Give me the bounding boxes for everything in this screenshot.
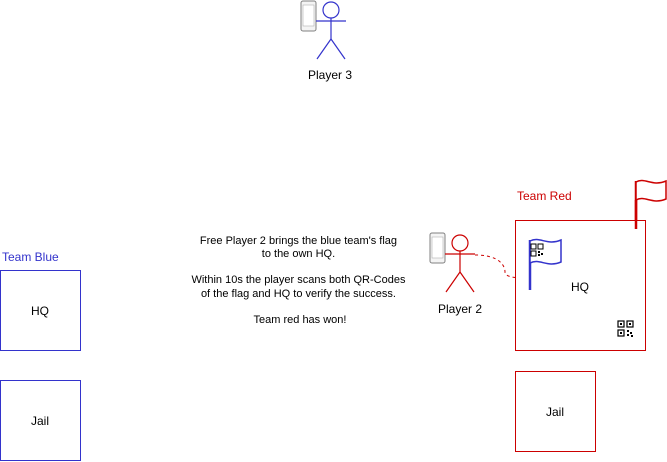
player2-group: Player 2 [429, 232, 482, 316]
description-line: Free Player 2 brings the blue team's fla… [200, 235, 397, 247]
player2-label: Player 2 [438, 302, 482, 316]
team-blue-hq-box [0, 270, 81, 351]
team-red-jail-label: Jail [546, 405, 564, 419]
description-line: Within 10s the player scans both QR-Code… [191, 274, 405, 286]
player3-label: Player 3 [308, 68, 352, 82]
description-line: Team red has won! [254, 314, 347, 326]
team-red-jail-box [515, 371, 596, 452]
team-blue-jail-box [0, 380, 81, 461]
team-red-hq-label: HQ [571, 280, 589, 294]
player3-stick-figure [316, 1, 346, 60]
description-line: of the flag and HQ to verify the success… [201, 288, 396, 300]
team-blue-jail-label: Jail [31, 414, 49, 428]
qr-code-icon [617, 320, 634, 337]
team-blue-hq-label: HQ [31, 304, 49, 318]
team-red-group: Team Red HQ [515, 179, 667, 452]
description-line: to the own HQ. [262, 248, 335, 260]
description-text: Free Player 2 brings the blue team's fla… [191, 235, 408, 326]
smartphone-icon [300, 0, 317, 32]
team-blue-label: Team Blue [2, 250, 59, 264]
smartphone-icon [429, 232, 446, 264]
player2-stick-figure [445, 234, 475, 293]
team-red-label: Team Red [517, 189, 572, 203]
player3-group: Player 3 [300, 0, 352, 82]
qr-code-icon [530, 243, 544, 257]
team-blue-group: Team Blue HQ Jail [0, 250, 81, 461]
